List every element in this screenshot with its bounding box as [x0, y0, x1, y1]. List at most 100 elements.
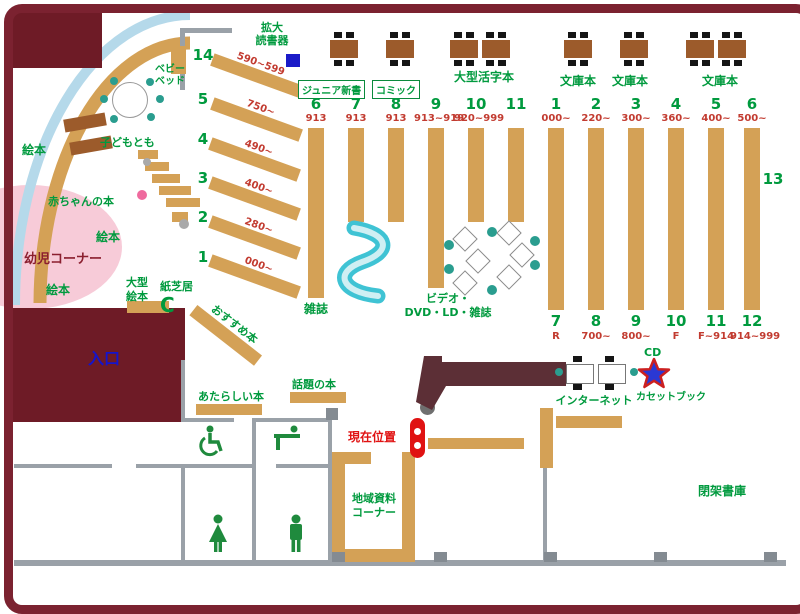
- shelf-number: 10: [465, 95, 487, 113]
- entrance-wall-block: [10, 308, 185, 422]
- shelf-number: 4: [670, 95, 682, 113]
- bunko-label: 文庫本: [560, 74, 597, 88]
- reading-table: [330, 32, 358, 66]
- shelf-range: 500~: [737, 113, 767, 124]
- shelf-number: 2: [590, 95, 602, 113]
- step-bench: [172, 212, 188, 222]
- chair-dot: [444, 264, 454, 274]
- shelf-range: 300~: [621, 113, 651, 124]
- topic-books-label: 話題の本: [292, 378, 336, 391]
- marker-dot: [414, 442, 421, 449]
- chair-dot: [444, 240, 454, 250]
- shelf-range: 360~: [661, 113, 691, 124]
- woman-restroom-icon: [209, 514, 227, 552]
- marker-dot: [414, 428, 421, 435]
- wavy-bench: [337, 220, 391, 304]
- wall-segment: [136, 464, 256, 468]
- cd-label: CD: [644, 346, 662, 359]
- internet-table: [566, 364, 594, 384]
- chair: [605, 384, 614, 390]
- shelf-range: F~914: [697, 331, 735, 342]
- service-counter: [416, 356, 566, 410]
- shelf-number-13: 13: [762, 170, 784, 188]
- chair: [605, 356, 614, 362]
- reading-table: [686, 32, 714, 66]
- shelf-range: 913: [305, 113, 327, 124]
- wall-segment: [276, 464, 330, 468]
- cassette-label: カセットブック: [636, 392, 706, 403]
- bookshelf: [308, 128, 324, 298]
- step-bench: [159, 186, 191, 195]
- shelf-range: 913~919: [414, 113, 465, 124]
- picture-books-label: 絵本: [22, 143, 47, 157]
- local-line2: コーナー: [352, 505, 396, 519]
- shelf-number: 12: [741, 312, 763, 330]
- junior-shinsho-label: ジュニア新書: [298, 80, 366, 99]
- step-bench: [138, 150, 158, 159]
- bookshelf: [556, 416, 622, 428]
- shelf-number: 6: [310, 95, 322, 113]
- shelf-number: 3: [197, 169, 209, 187]
- magnifier-line1: 拡大: [261, 21, 283, 34]
- shelf-number: 6: [746, 95, 758, 113]
- shelf-number: 11: [705, 312, 727, 330]
- wall-segment: [181, 360, 185, 422]
- video-line1: ビデオ・: [426, 292, 470, 305]
- shelf-number: 9: [630, 312, 642, 330]
- reading-table: [620, 32, 648, 66]
- chair-dot: [110, 115, 118, 123]
- bookshelf: [468, 128, 484, 222]
- shelf-range: R: [552, 331, 560, 342]
- shelf-range: 913: [345, 113, 367, 124]
- chair-dot: [530, 260, 540, 270]
- bookshelf: [127, 301, 169, 313]
- man-restroom-icon: [290, 514, 302, 552]
- reading-table: [564, 32, 592, 66]
- internet-table: [598, 364, 626, 384]
- step-bench: [166, 198, 200, 207]
- wall-segment: [184, 418, 234, 422]
- chair-dot: [156, 95, 164, 103]
- shelf-number: 1: [550, 95, 562, 113]
- bookshelf: [428, 128, 444, 288]
- bookshelf: [744, 128, 760, 310]
- shelf-number: 4: [197, 130, 209, 148]
- video-label: ビデオ・ DVD・LD・雑誌: [402, 292, 494, 320]
- picture-books-label: 絵本: [46, 283, 71, 297]
- shelf-range: 920~999: [454, 113, 505, 124]
- shelf-number: 9: [430, 95, 442, 113]
- bookshelf: [402, 452, 415, 562]
- shelf-range: 913: [385, 113, 407, 124]
- shelf-number: 2: [197, 208, 209, 226]
- magazine-label: 雑誌: [303, 302, 328, 316]
- chair-dot: [146, 78, 154, 86]
- curved-outer-wall: [10, 10, 191, 306]
- local-line1: 地域資料: [352, 492, 396, 505]
- chair-dot: [487, 227, 497, 237]
- bookshelf: [540, 408, 553, 468]
- reading-table: [450, 32, 478, 66]
- stool-pink: [137, 190, 147, 200]
- wall-segment: [252, 420, 256, 470]
- internet-label: インターネット: [555, 394, 633, 407]
- infant-corner-area: [0, 185, 122, 309]
- pillar: [654, 552, 667, 562]
- ogata-line1: 大型: [126, 276, 148, 289]
- chair: [573, 356, 582, 362]
- pillar: [544, 552, 557, 562]
- step-bench: [145, 162, 169, 171]
- shelf-number: 7: [350, 95, 362, 113]
- wall-segment: [180, 28, 232, 33]
- wall-segment: [328, 418, 332, 562]
- shelf-number: 5: [710, 95, 722, 113]
- local-materials-label: 地域資料 コーナー: [345, 492, 403, 520]
- bookshelf: [345, 549, 415, 562]
- magnifier-device: [286, 54, 300, 67]
- wall-segment: [14, 464, 112, 468]
- baby-bed-line1: ベビー: [155, 64, 185, 75]
- shelf-number: 14: [192, 46, 214, 64]
- chair-dot: [147, 113, 155, 121]
- step-bench: [152, 174, 180, 183]
- chair-dot: [100, 95, 108, 103]
- magnifier-line2: 読書器: [255, 34, 289, 48]
